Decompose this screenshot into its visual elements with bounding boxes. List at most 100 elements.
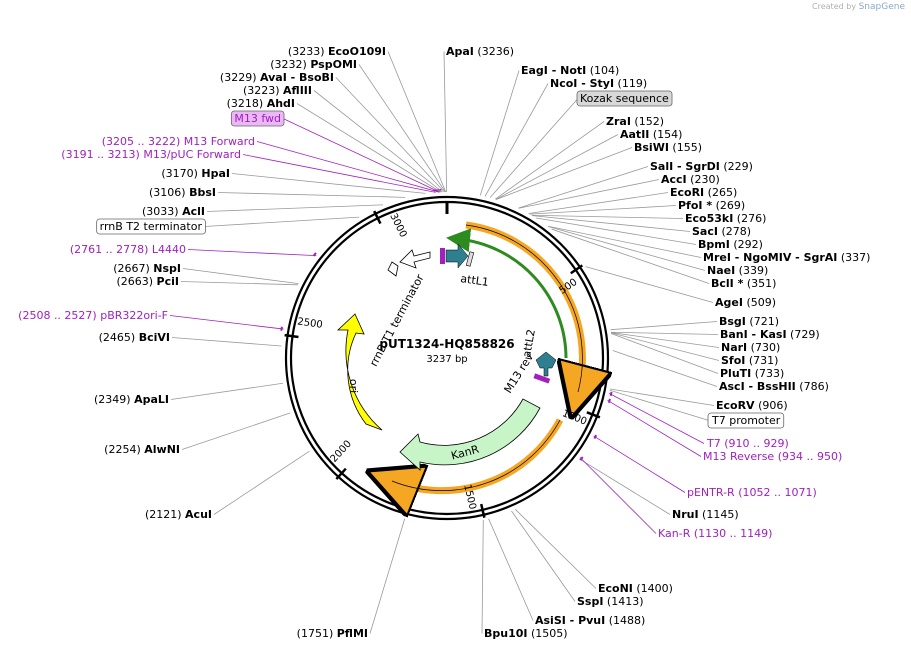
site-label: rrnB T2 terminator: [100, 220, 203, 233]
leader-line: [335, 77, 445, 193]
tick-label: 2000: [329, 439, 354, 465]
leader-line: [547, 225, 702, 258]
leader-line: [489, 98, 579, 198]
site-label: pENTR-R (1052 .. 1071): [687, 486, 817, 499]
primer-mark: [312, 252, 317, 257]
terminator-arrow-2: [387, 261, 399, 277]
attl2-label: attL2: [520, 328, 538, 358]
label-box: [576, 90, 673, 107]
label-box: [707, 412, 785, 429]
leader-line: [481, 519, 484, 634]
site-label: BsgI (721): [719, 315, 779, 328]
leader-line: [579, 457, 657, 534]
site-label: BanI - KasI (729): [720, 328, 820, 341]
site-label: NruI (1145): [672, 508, 739, 521]
leader-line: [528, 192, 669, 214]
site-label: SspI (1413): [577, 595, 644, 608]
leader-line: [256, 141, 440, 193]
label-box: [96, 218, 206, 235]
credit: Created by SnapGene: [812, 2, 905, 12]
orange-arc-2-edge: [391, 419, 561, 491]
tick-mark: [570, 264, 584, 275]
site-label: (3233) EcoO109I: [288, 45, 386, 58]
site-labels: ApaI (3236)EagI - NotI (104)NcoI - StyI …: [18, 45, 870, 640]
leader-line: [515, 509, 597, 589]
site-label: T7 promoter: [711, 414, 781, 427]
purple-mark-right: [533, 373, 551, 384]
tick-label: 1000: [561, 408, 589, 427]
site-label: SalI - SgrDI (229): [650, 160, 753, 173]
leader-line: [443, 51, 448, 193]
leader-line: [518, 166, 649, 209]
leader-line: [529, 205, 677, 215]
attl1-label: attL1: [460, 272, 490, 289]
site-label: (2465) BciVI: [99, 331, 170, 344]
leader-line: [610, 332, 720, 348]
ori-arrow: [336, 313, 383, 431]
leader-line: [610, 331, 719, 335]
leader-line: [170, 382, 283, 400]
site-label: SacI (278): [692, 225, 751, 238]
site-label: NarI (730): [721, 341, 780, 354]
leader-line: [479, 70, 520, 196]
site-label: BpmI (292): [698, 238, 763, 251]
site-label: AgeI (509): [715, 296, 776, 309]
leader-line: [585, 266, 714, 303]
site-label: (3205 .. 3222) M13 Forward: [102, 135, 255, 148]
site-label: AatII (154): [620, 128, 682, 141]
site-label: Kan-R (1130 .. 1149): [658, 527, 772, 540]
site-label: EcoRI (265): [670, 186, 737, 199]
tick-mark: [479, 503, 486, 518]
leader-line: [578, 458, 671, 515]
leader-line: [231, 173, 426, 194]
site-label: BsiWI (155): [634, 141, 702, 154]
leader-line: [217, 192, 406, 198]
leader-line: [518, 179, 660, 209]
site-label: M13 fwd: [234, 112, 281, 125]
primer-mark: [280, 326, 283, 331]
leader-line: [242, 154, 436, 193]
site-label: (3218) AhdI: [227, 97, 295, 110]
primer-mark: [607, 398, 611, 403]
leader-line: [612, 350, 718, 387]
site-label: Kozak sequence: [580, 92, 669, 105]
attl1-box: [465, 251, 475, 267]
site-label: (3106) BbsI: [149, 186, 216, 199]
leader-line: [182, 268, 299, 285]
site-label: AccI (230): [661, 173, 720, 186]
site-label: BclI * (351): [711, 277, 776, 290]
leader-line: [387, 51, 447, 193]
primer-mark: [579, 456, 584, 461]
leader-line: [171, 337, 282, 347]
site-label: EcoRV (906): [716, 399, 788, 412]
plasmid-size: 3237 bp: [426, 354, 467, 365]
site-label: EagI - NotI (104): [521, 64, 619, 77]
site-label: MreI - NgoMIV - SgrAI (337): [703, 251, 870, 264]
site-label: Bpu10I (1505): [484, 627, 568, 640]
site-label: PfoI * (269): [678, 199, 745, 212]
leader-line: [206, 204, 383, 212]
plasmid-name: pUT1324-HQ858826: [379, 337, 514, 351]
tick-mark: [586, 411, 601, 419]
leader-line: [608, 393, 705, 444]
leader-line: [511, 510, 576, 602]
tick-label: 3000: [387, 212, 408, 240]
tick-label: 2500: [297, 316, 324, 330]
leader-line: [181, 412, 291, 450]
leader-line: [488, 518, 534, 621]
leader-line: [610, 332, 720, 361]
site-label: (3232) PspOMI: [270, 58, 357, 71]
credit-brand: SnapGene: [858, 2, 905, 12]
leader-line: [169, 315, 284, 330]
site-label: (2761 .. 2778) L4440: [70, 243, 186, 256]
m13rev-label: M13 rev: [502, 351, 537, 396]
site-label: (3191 .. 3213) M13/pUC Forward: [61, 148, 241, 161]
leader-line: [536, 217, 697, 245]
leader-line: [495, 134, 619, 200]
site-label: NaeI (339): [707, 264, 768, 277]
leader-line: [313, 90, 443, 193]
site-leader-lines: [169, 51, 720, 634]
leader-line: [296, 103, 442, 193]
tick-mark: [284, 333, 299, 339]
site-label: (2349) ApaLI: [94, 393, 169, 406]
